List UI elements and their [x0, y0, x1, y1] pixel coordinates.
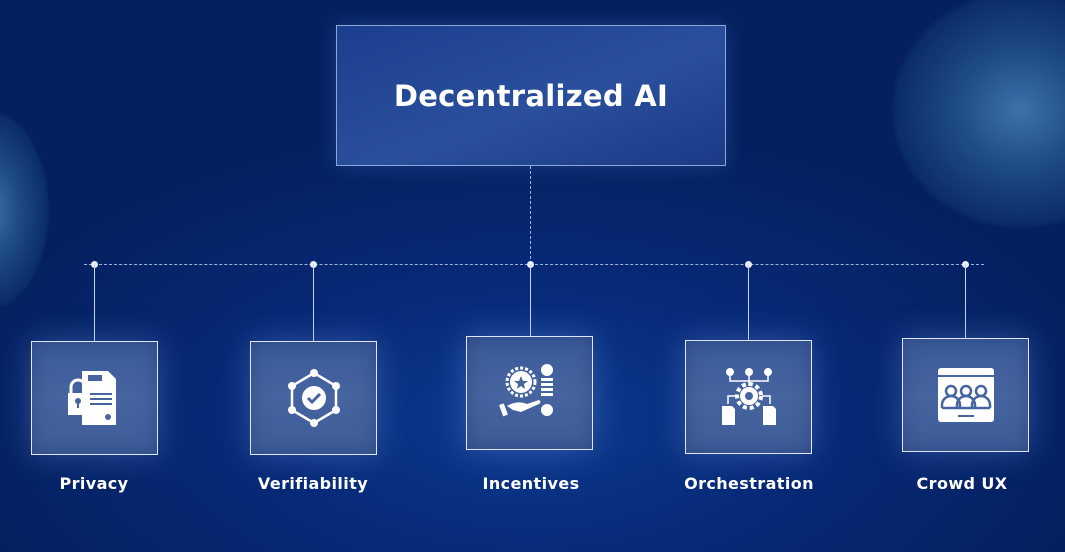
connector-stem [530, 264, 531, 336]
pillar-verifiability-card [250, 341, 377, 455]
verified-network-icon [287, 369, 340, 427]
reward-coins-icon [498, 364, 553, 417]
lock-document-icon [67, 371, 116, 425]
pillar-privacy-label: Privacy [59, 474, 129, 493]
pillar-crowd-ux-label: Crowd UX [916, 474, 1008, 493]
pillar-verifiability-label: Verifiability [257, 474, 369, 493]
connector-stem [965, 264, 966, 338]
pillar-orchestration-label: Orchestration [684, 474, 814, 493]
pillar-privacy-card [31, 341, 158, 455]
root-node: Decentralized AI [336, 25, 726, 166]
pillar-incentives-label: Incentives [482, 474, 580, 493]
root-title: Decentralized AI [393, 78, 669, 113]
root-connector [530, 166, 531, 264]
pillar-orchestration-card [685, 340, 812, 454]
connector-stem [748, 264, 749, 340]
connector-stem [313, 264, 314, 341]
branch-connector [84, 264, 984, 265]
gear-workflow-icon [721, 368, 776, 425]
globe-decoration-right [890, 0, 1065, 230]
pillar-incentives-card [466, 336, 593, 450]
crowd-screen-icon [937, 368, 994, 422]
pillar-crowd-ux-card [902, 338, 1029, 452]
globe-decoration-left [0, 110, 50, 310]
connector-stem [94, 264, 95, 341]
